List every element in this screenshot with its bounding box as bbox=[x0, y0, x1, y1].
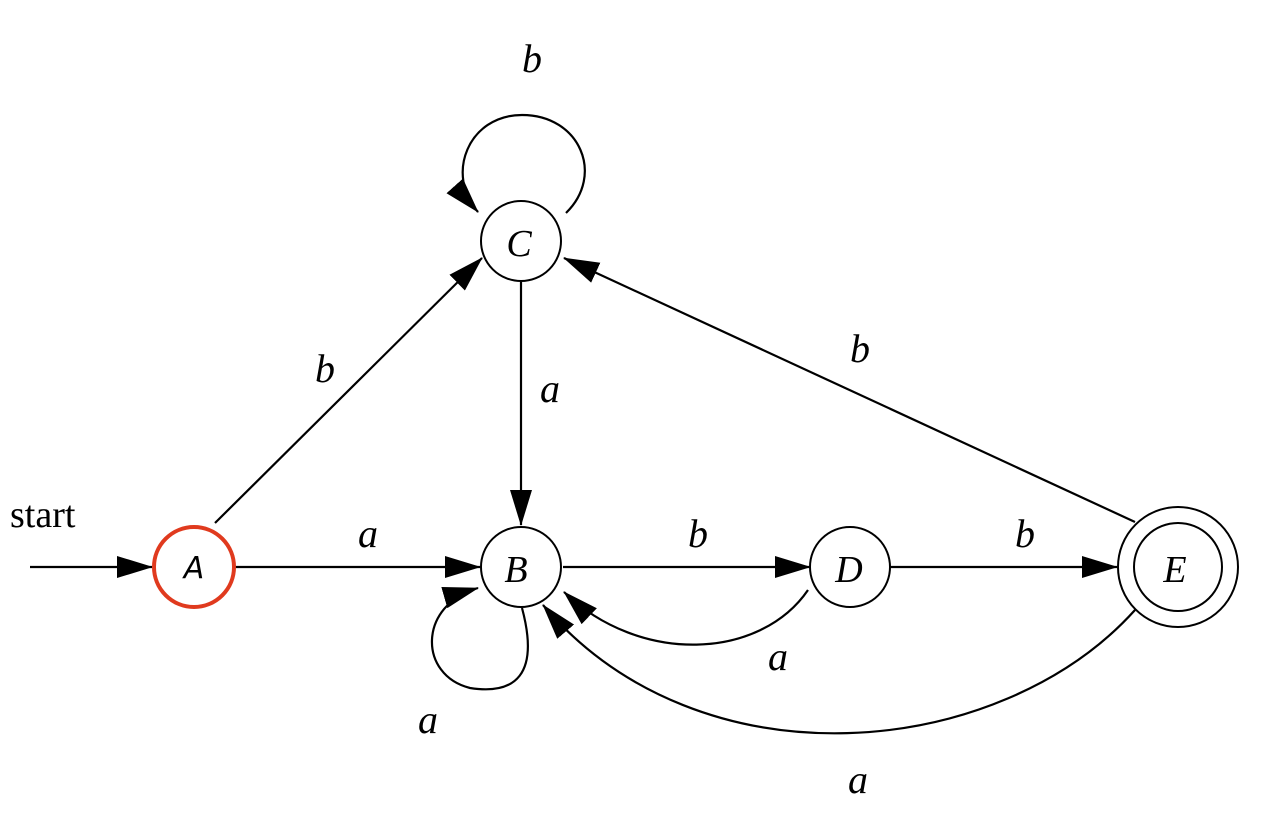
state-D: D bbox=[809, 526, 891, 608]
edge-label-D-E: b bbox=[1015, 511, 1035, 556]
state-C-label: C bbox=[506, 223, 532, 265]
state-E-inner-ring bbox=[1133, 522, 1223, 612]
edge-label-E-C: b bbox=[850, 326, 870, 371]
edge-label-B-D: b bbox=[688, 511, 708, 556]
state-E-label: E bbox=[1162, 549, 1186, 591]
state-A: A bbox=[152, 525, 236, 609]
edge-label-E-B: a bbox=[848, 757, 868, 802]
state-E: E bbox=[1117, 506, 1239, 628]
edge-label-B-B: a bbox=[418, 697, 438, 742]
edge-label-A-C: b bbox=[315, 346, 335, 391]
edge-E-C bbox=[563, 257, 1136, 523]
edge-B-B bbox=[430, 586, 529, 691]
edge-label-C-B: a bbox=[540, 366, 560, 411]
edge-label-D-B: a bbox=[768, 634, 788, 679]
state-B-label: B bbox=[504, 549, 527, 591]
state-C: C bbox=[480, 200, 562, 282]
start-label: start bbox=[10, 494, 76, 536]
edge-C-C bbox=[446, 113, 586, 214]
edge-E-B bbox=[542, 604, 1136, 735]
edge-D-B bbox=[563, 589, 809, 646]
state-A-label: A bbox=[182, 551, 205, 586]
state-A-highlight-ring bbox=[152, 525, 236, 609]
edge-label-C-C: b bbox=[522, 36, 542, 81]
state-B: B bbox=[480, 526, 562, 608]
edge-label-A-B: a bbox=[358, 511, 378, 556]
state-D-label: D bbox=[834, 549, 862, 591]
edge-A-C bbox=[214, 257, 483, 524]
